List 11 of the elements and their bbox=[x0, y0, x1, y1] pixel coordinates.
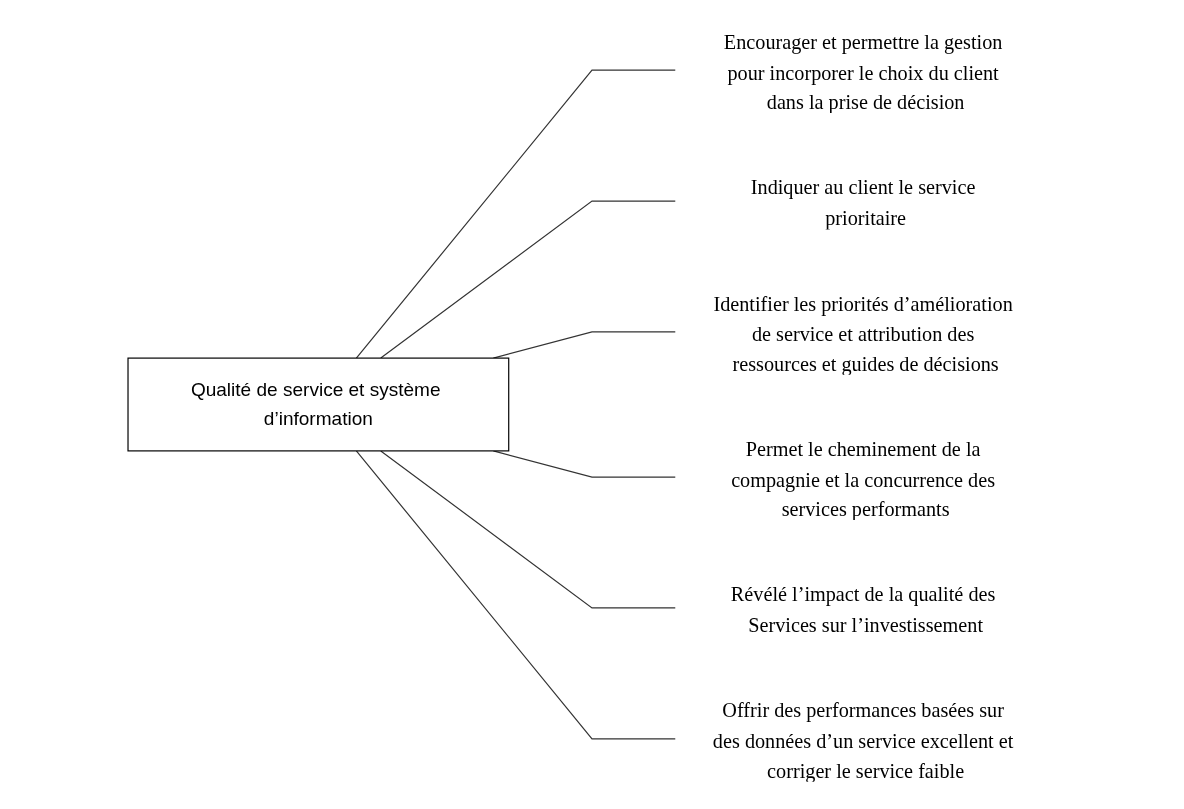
connector bbox=[355, 69, 676, 359]
node-text: Permet le cheminement de la compagnie et la concurrence des services performants bbox=[731, 437, 996, 522]
node-box: Qualité de service et système d’information bbox=[127, 357, 510, 452]
node-text: Révélé l’impact de la qualité des Services sur l’investissement bbox=[730, 582, 996, 636]
node-text: Identifier les priorités d’amélioration de service et attribution des ressources et guides de décisions bbox=[713, 292, 1013, 376]
connector bbox=[355, 450, 676, 740]
node-text: Encourager et permettre la gestion pour incorporer le choix du client dans la prise de décision bbox=[723, 30, 1003, 115]
connector bbox=[380, 450, 676, 609]
connector bbox=[380, 200, 676, 359]
node-text: Indiquer au client le service prioritaire bbox=[750, 176, 976, 230]
node-text: Offrir des performances basées sur des données d’un service excellent et corriger le service faible bbox=[712, 699, 1014, 783]
